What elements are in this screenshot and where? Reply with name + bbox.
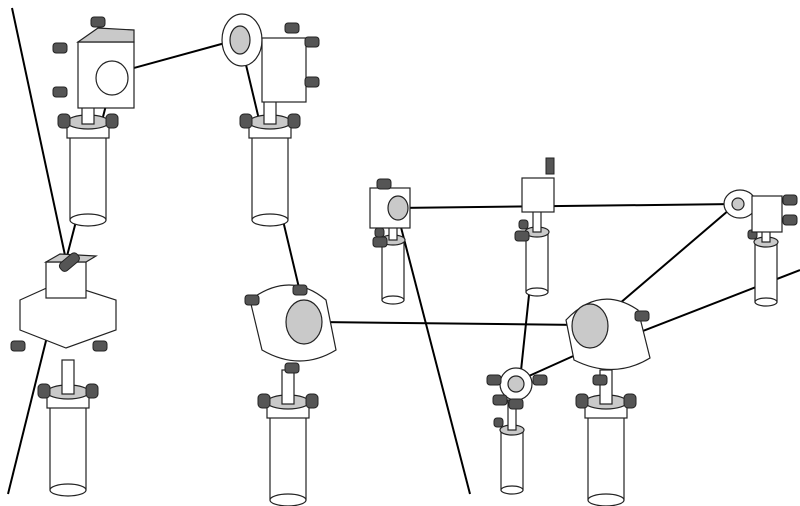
beam (11, 7, 67, 261)
ring-mirror-mount (221, 13, 320, 227)
ring-mount (244, 284, 337, 506)
beam (395, 207, 471, 495)
ring-mount-right (565, 298, 651, 506)
mirror-mount-right (723, 189, 798, 307)
beamsplitter-cube-mount (10, 252, 117, 497)
gimbal-mount (486, 367, 548, 495)
beam (317, 321, 583, 326)
beam (611, 203, 737, 311)
beam (395, 203, 737, 209)
kinematic-mirror-mount (52, 16, 135, 227)
prism-mount (514, 157, 555, 297)
small-mirror-mount (369, 178, 411, 305)
